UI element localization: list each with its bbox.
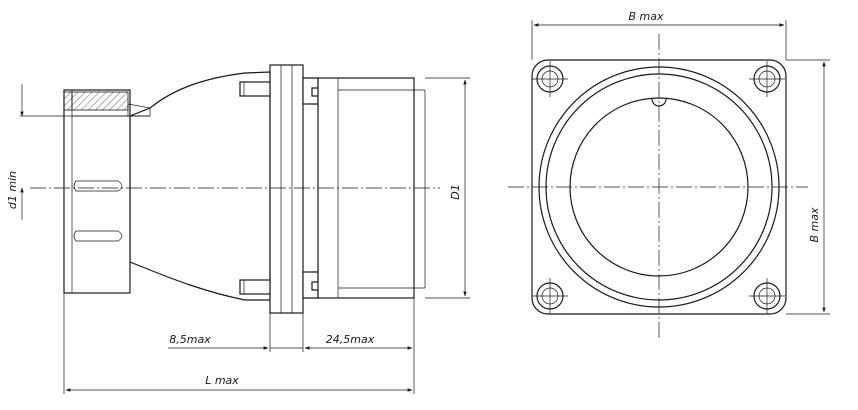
dim-24-5-label: 24,5max (326, 333, 375, 346)
d1-min-label: d1 min (6, 171, 19, 209)
front-view: B max B max (508, 10, 830, 340)
grip-slot-1 (73, 180, 123, 192)
bmax-top-label: B max (628, 10, 663, 23)
hole-top-right (749, 61, 785, 97)
nut-bottom (302, 271, 319, 299)
nut-top (302, 77, 319, 105)
screw-top (239, 81, 271, 97)
D1-label: D1 (449, 184, 462, 199)
side-view: d1 min D1 8,5max 24,5max L max (6, 64, 470, 394)
section-hatch (71, 91, 129, 111)
l-max-label: L max (205, 374, 239, 387)
dim-8-5-label: 8,5max (169, 333, 211, 346)
flange (269, 64, 304, 314)
hole-bottom-right (749, 278, 785, 314)
hole-top-left (532, 61, 568, 97)
section-hatch-edge (63, 91, 73, 111)
coupling-nut (63, 89, 131, 294)
hole-bottom-left (532, 278, 568, 314)
grip-slot-2 (73, 230, 123, 242)
bmax-side-label: B max (808, 207, 821, 242)
housing-profile (129, 71, 271, 301)
screw-bottom (239, 279, 271, 295)
